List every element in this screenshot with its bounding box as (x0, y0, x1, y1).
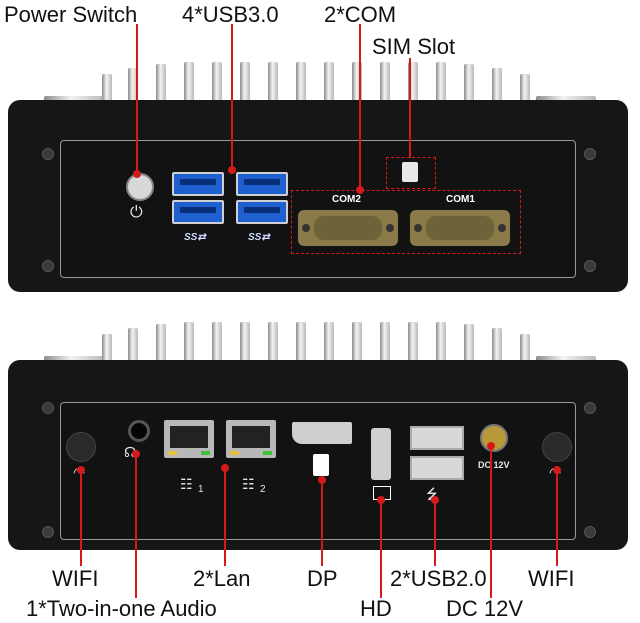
heatsink-fins-top (44, 62, 596, 108)
callout-dot (221, 464, 229, 472)
network-icon: ☷ (242, 476, 255, 492)
callout-line-power (136, 24, 138, 174)
callout-line-audio (135, 454, 137, 598)
callout-line-lan (224, 468, 226, 566)
callout-dot (228, 166, 236, 174)
callout-dot (318, 476, 326, 484)
wifi-antenna-left[interactable] (66, 432, 96, 462)
dp-port[interactable] (292, 422, 352, 444)
callout-dot (356, 186, 364, 194)
callout-line-wifi-right (556, 470, 558, 566)
usb-ss-logo: SS⇄ (184, 232, 206, 243)
label-wifi-right: WIFI (528, 566, 575, 591)
label-usb3: 4*USB3.0 (182, 2, 279, 27)
callout-dot (487, 442, 495, 450)
screw (584, 402, 596, 414)
lan2-mark: 2 (260, 484, 266, 495)
com2-port[interactable] (298, 210, 398, 246)
label-dc: DC 12V (446, 596, 524, 621)
label-wifi-left: WIFI (52, 566, 99, 591)
label-audio: 1*Two-in-one Audio (26, 596, 217, 621)
callout-dot (132, 450, 140, 458)
dp-logo-icon (313, 454, 329, 476)
callout-dot (133, 170, 141, 178)
heatsink-fins-bottom (44, 322, 596, 368)
dc-print: DC 12V (478, 460, 510, 470)
callout-line-usb3 (231, 24, 233, 170)
screw (42, 402, 54, 414)
screw (584, 260, 596, 272)
sim-highlight (386, 157, 436, 189)
label-sim-slot: SIM Slot (372, 34, 456, 59)
wifi-antenna-right[interactable] (542, 432, 572, 462)
callout-line-wifi-left (80, 470, 82, 566)
callout-dot (431, 496, 439, 504)
lan-port-2[interactable] (226, 420, 276, 458)
callout-line-usb2 (434, 500, 436, 566)
callout-line-dp (321, 480, 323, 566)
hdmi-port[interactable] (371, 428, 391, 480)
usb-ss-logo: SS⇄ (248, 232, 270, 243)
front-panel (60, 140, 576, 278)
audio-jack[interactable] (128, 420, 150, 442)
power-button[interactable] (126, 173, 154, 201)
usb3-port[interactable] (172, 200, 224, 224)
usb3-port[interactable] (236, 200, 288, 224)
screw (42, 526, 54, 538)
label-hd: HD (360, 596, 392, 621)
label-lan: 2*Lan (193, 566, 251, 591)
usb-icon: ⭍ (426, 486, 438, 502)
label-dp: DP (307, 566, 338, 591)
usb3-port[interactable] (236, 172, 288, 196)
callout-line-hd (380, 500, 382, 598)
label-com: 2*COM (324, 2, 397, 27)
callout-line-sim (409, 58, 411, 158)
callout-dot (377, 496, 385, 504)
power-icon: ⏻ (130, 204, 143, 221)
sim-slot[interactable] (402, 162, 418, 182)
screw (42, 260, 54, 272)
callout-dot (553, 466, 561, 474)
mini-pc-front (8, 100, 628, 292)
lan-port-1[interactable] (164, 420, 214, 458)
callout-line-dc (490, 446, 492, 598)
lan1-mark: 1 (198, 484, 204, 495)
com1-label: COM1 (446, 194, 475, 205)
label-power-switch: Power Switch (4, 2, 138, 27)
screw (42, 148, 54, 160)
screw (584, 526, 596, 538)
com-highlight (291, 190, 521, 254)
usb2-port[interactable] (410, 456, 464, 480)
label-usb2: 2*USB2.0 (390, 566, 487, 591)
callout-line-com (359, 24, 361, 192)
callout-dot (77, 466, 85, 474)
usb3-port[interactable] (172, 172, 224, 196)
com2-label: COM2 (332, 194, 361, 205)
screw (584, 148, 596, 160)
usb2-port[interactable] (410, 426, 464, 450)
com1-port[interactable] (410, 210, 510, 246)
network-icon: ☷ (180, 476, 193, 492)
